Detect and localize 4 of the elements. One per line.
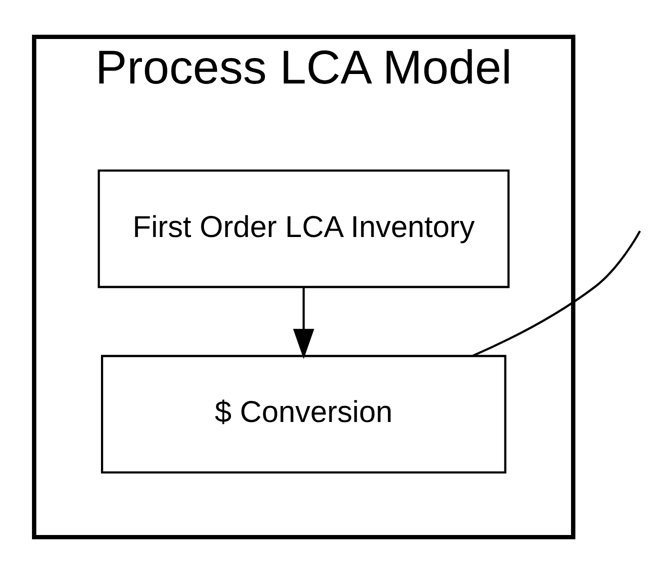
connector	[472, 230, 641, 357]
arrow	[293, 287, 314, 360]
node-box: First Order LCA Inventory	[98, 169, 510, 288]
node-box: $ Conversion	[100, 354, 506, 474]
